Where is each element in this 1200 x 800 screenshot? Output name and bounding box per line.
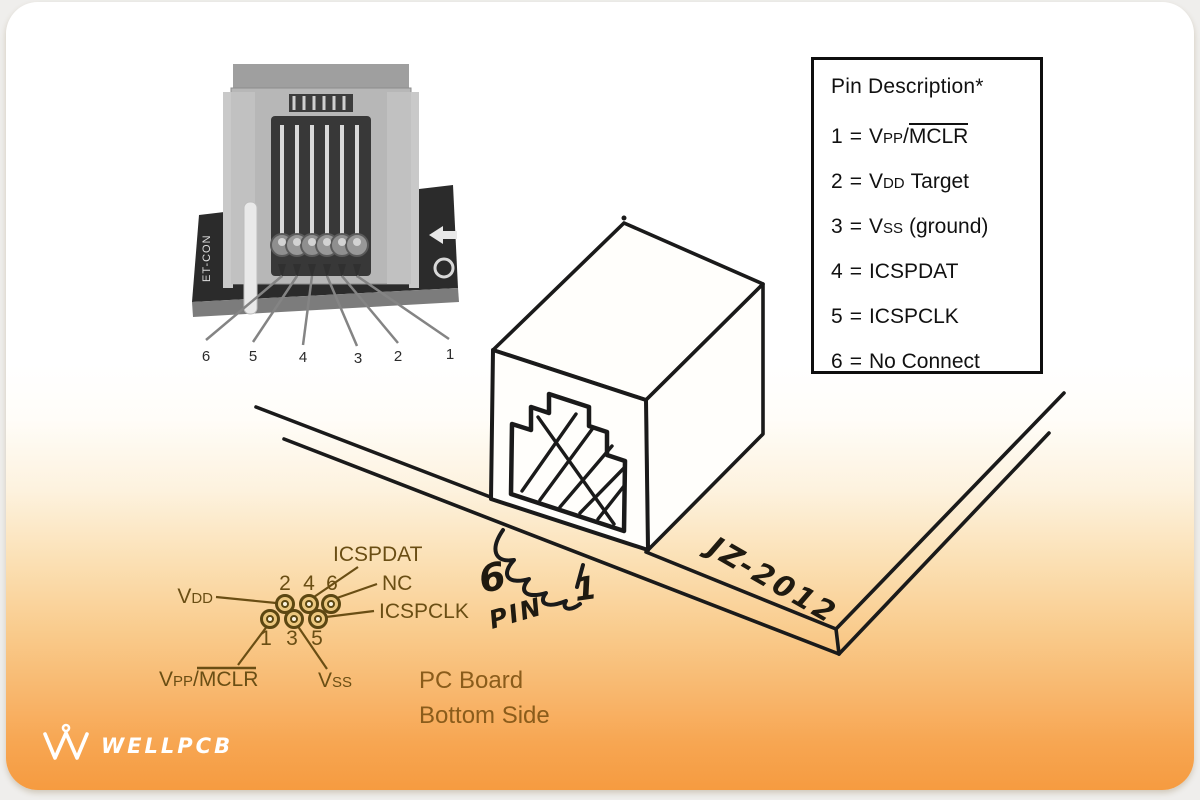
sketch-jack-opening — [508, 391, 628, 534]
signal-subscript: PP — [882, 130, 903, 147]
wellpcb-logo-text: WELLPCB — [101, 734, 234, 758]
pad-number: 4 — [303, 572, 315, 595]
equals-sign: = — [849, 260, 862, 283]
wellpcb-logo: WELLPCB — [39, 721, 233, 765]
pin-row-4: 4 = ICSPDAT — [831, 261, 1040, 282]
signal-label: ICSPCLK — [868, 305, 959, 328]
photo-pcb-text: ET-CON — [201, 234, 213, 282]
label-vdd: VDD — [177, 585, 213, 608]
photo-connector-body — [223, 64, 419, 315]
photo-arrow-icon — [429, 226, 457, 244]
pad-number: 1 — [260, 627, 272, 650]
signal-subscript: SS — [882, 220, 903, 237]
photo-pin-number: 4 — [299, 349, 307, 366]
pin-number: 1 — [831, 125, 843, 148]
photo-wires — [205, 274, 450, 347]
pin-row-5: 5 = ICSPCLK — [831, 306, 1040, 327]
equals-sign: = — [849, 350, 862, 373]
signal-subscript: DD — [191, 590, 213, 607]
equals-sign: = — [849, 170, 862, 193]
pad-number: 6 — [326, 572, 338, 595]
signal-base: V — [868, 125, 883, 148]
pin-description-title: Pin Description* — [831, 75, 984, 98]
slash: / — [193, 668, 199, 691]
pad-number: 5 — [311, 627, 323, 650]
photo-pin-number: 2 — [394, 348, 402, 365]
label-icspclk: ICSPCLK — [379, 600, 469, 623]
pad-number: 3 — [286, 627, 298, 650]
photo-pin-number: 1 — [446, 346, 454, 363]
signature: JZ-2012 — [698, 527, 844, 631]
pad-number: 2 — [279, 572, 291, 595]
photo-contacts — [270, 125, 369, 278]
signal-overline: MCLR — [908, 123, 969, 148]
slash: / — [902, 125, 909, 148]
signal-base: V — [159, 668, 173, 691]
pc-board-caption: PC Board Bottom Side — [419, 663, 550, 733]
signal-subscript: SS — [332, 674, 352, 691]
signal-label: No Connect — [868, 350, 980, 373]
pinout-leader-lines — [215, 566, 378, 670]
photo-pin-number: 5 — [249, 348, 257, 365]
pin-number: 6 — [831, 350, 843, 373]
caption-line-2: Bottom Side — [419, 702, 550, 729]
equals-sign: = — [849, 215, 862, 238]
pcb-pinout-diagram: 2 4 6 1 3 5 ICSPDAT NC ICSPCLK VDD VPP/M… — [159, 543, 469, 692]
sketch-board-edge — [254, 391, 1066, 656]
label-vss: VSS — [318, 669, 352, 692]
signal-rest: Target — [910, 170, 970, 193]
signal-base: V — [177, 585, 191, 608]
signal-base: V — [318, 669, 332, 692]
rj-connector-photo: ET-CON — [192, 64, 459, 367]
signal-base: V — [868, 170, 883, 193]
equals-sign: = — [849, 305, 862, 328]
signal-overline: MCLR — [199, 668, 259, 691]
signal-rest: (ground) — [908, 215, 989, 238]
pin-number: 5 — [831, 305, 843, 328]
wellpcb-w-icon — [43, 723, 89, 760]
pinout-pads — [260, 594, 341, 629]
label-nc: NC — [382, 572, 412, 595]
diagram-card: ET-CON — [6, 2, 1194, 790]
pin-row-1: 1 = VPP/MCLR — [831, 123, 1040, 147]
pin-row-6: 6 = No Connect — [831, 351, 1040, 372]
sketch-brace — [493, 528, 585, 611]
hand-drawn-sketch: 6 1 PIN JZ-2012 — [254, 215, 1066, 656]
photo-pin-number: 3 — [354, 350, 362, 367]
caption-line-1: PC Board — [419, 667, 524, 694]
label-icspdat: ICSPDAT — [333, 543, 423, 566]
sketch-rj-jack — [489, 215, 765, 552]
label-vpp-mclr: VPP/MCLR — [159, 668, 258, 691]
pin-row-3: 3 = VSS (ground) — [831, 216, 1040, 237]
pin-number: 3 — [831, 215, 843, 238]
pin-number: 4 — [831, 260, 843, 283]
signal-subscript: PP — [173, 673, 193, 690]
photo-pin-number: 6 — [202, 348, 210, 365]
signal-label: ICSPDAT — [868, 260, 959, 283]
pin-row-2: 2 = VDD Target — [831, 171, 1040, 192]
equals-sign: = — [849, 125, 862, 148]
signal-base: V — [868, 215, 883, 238]
signal-subscript: DD — [882, 175, 905, 192]
handwritten-pin-end: 1 — [572, 568, 599, 609]
pin-number: 2 — [831, 170, 843, 193]
